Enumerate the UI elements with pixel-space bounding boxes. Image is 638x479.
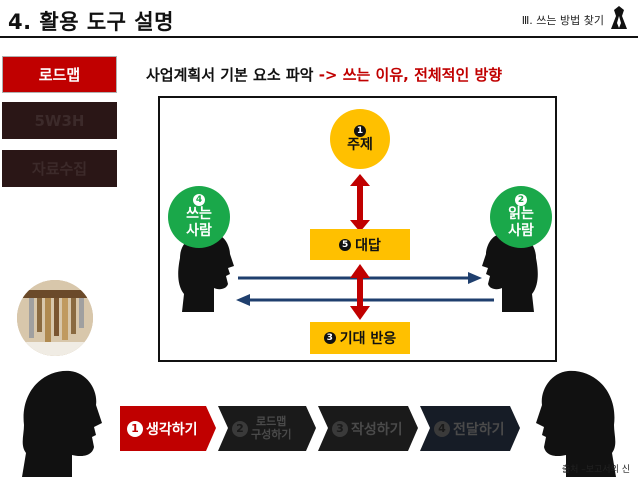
menu-data-collection-button[interactable]: 자료수집 bbox=[2, 150, 117, 187]
page-title: 4. 활용 도구 설명 bbox=[8, 10, 174, 34]
step-2-label-line2: 구성하기 bbox=[251, 427, 292, 441]
tools-photo bbox=[17, 280, 93, 356]
answer-label: 대답 bbox=[355, 237, 381, 254]
step-1-number: 1 bbox=[127, 420, 143, 437]
reader-head-icon bbox=[482, 233, 538, 312]
process-chevrons bbox=[120, 406, 520, 451]
writer-label-line2: 사람 bbox=[186, 223, 212, 239]
step-2-number: 2 bbox=[232, 420, 248, 437]
reader-label-line2: 사람 bbox=[508, 223, 534, 239]
headline: 사업계획서 기본 요소 파악 -> 쓰는 이유, 전체적인 방향 bbox=[146, 64, 502, 85]
step-4-number: 4 bbox=[434, 420, 450, 437]
header-divider bbox=[0, 36, 638, 38]
reader-number: 2 bbox=[515, 194, 527, 207]
expected-number: 3 bbox=[323, 332, 336, 344]
headline-arrow: -> bbox=[318, 66, 338, 84]
section-label: Ⅲ. 쓰는 방법 찾기 bbox=[521, 14, 604, 27]
topic-node: 1 주제 bbox=[330, 109, 390, 169]
step-2-label-line1: 로드맵 bbox=[256, 414, 287, 428]
headline-text: 사업계획서 기본 요소 파악 bbox=[146, 66, 314, 84]
step-3-shape bbox=[318, 406, 418, 451]
step-3-label: 작성하기 bbox=[351, 421, 403, 438]
step-4-label: 전달하기 bbox=[453, 421, 505, 438]
writer-node: 4 쓰는 사람 bbox=[168, 186, 230, 248]
writer-head-icon bbox=[178, 233, 234, 312]
right-head-silhouette-icon bbox=[536, 370, 616, 477]
answer-number: 5 bbox=[339, 238, 352, 251]
step-think-button[interactable]: 1 생각하기 bbox=[121, 406, 207, 451]
tools-rack-icon bbox=[17, 280, 93, 356]
expected-label: 기대 반응 bbox=[339, 331, 397, 347]
topic-number: 1 bbox=[354, 124, 366, 137]
source-citation: 출처 –보고서의 신 bbox=[561, 465, 630, 475]
answer-expected-arrow bbox=[350, 264, 370, 320]
menu-roadmap-button[interactable]: 로드맵 bbox=[2, 56, 117, 93]
reader-node: 2 읽는 사람 bbox=[490, 186, 552, 248]
step-1-shape bbox=[120, 406, 216, 451]
communication-diagram: 1 주제 5 대답 3 기대 반응 4 쓰는 사람 2 읽는 사람 bbox=[158, 96, 557, 362]
step-2-label: 로드맵 구성하기 bbox=[251, 414, 292, 441]
diagram-arrows bbox=[178, 174, 538, 320]
writer-label-line1: 쓰는 bbox=[186, 206, 212, 223]
headline-emphasis: 쓰는 이유, 전체적인 방향 bbox=[342, 66, 503, 84]
answer-box: 5 대답 bbox=[310, 229, 410, 260]
topic-answer-arrow bbox=[350, 174, 370, 232]
reader-to-writer-arrow bbox=[236, 294, 494, 306]
step-2-shape bbox=[218, 406, 316, 451]
step-1-label: 생각하기 bbox=[146, 421, 198, 438]
step-4-shape bbox=[420, 406, 520, 451]
menu-5w3h-button[interactable]: 5W3H bbox=[2, 102, 117, 139]
step-deliver-button[interactable]: 4 전달하기 bbox=[428, 406, 518, 451]
expected-reaction-box: 3 기대 반응 bbox=[310, 322, 410, 354]
reader-label-line1: 읽는 bbox=[508, 206, 534, 223]
author-silhouette-icon bbox=[611, 6, 627, 29]
topic-label: 주제 bbox=[347, 136, 373, 153]
step-3-number: 3 bbox=[332, 420, 348, 437]
step-write-button[interactable]: 3 작성하기 bbox=[326, 406, 416, 451]
left-head-silhouette-icon bbox=[22, 370, 102, 477]
step-roadmap-button[interactable]: 2 로드맵 구성하기 bbox=[226, 406, 312, 451]
writer-number: 4 bbox=[193, 194, 205, 207]
